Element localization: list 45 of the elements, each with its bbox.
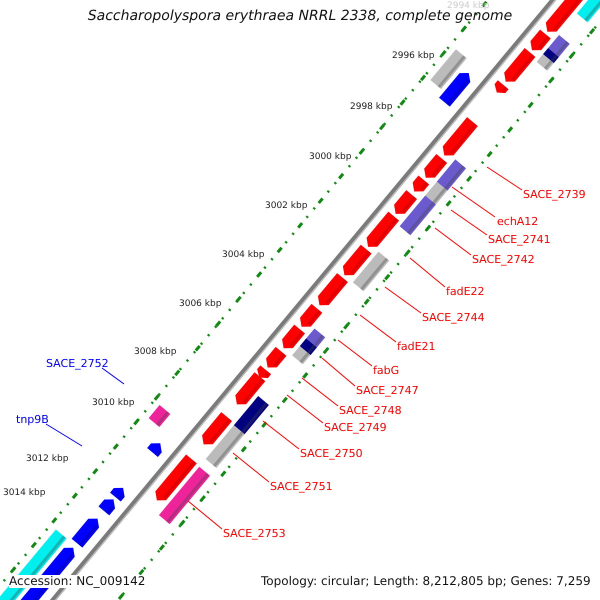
gene-label: SACE_2741	[488, 233, 551, 246]
tick-label: 3012 kbp	[26, 453, 68, 466]
leader-line	[384, 286, 422, 314]
gene-label: tnp9B	[16, 413, 49, 426]
gene-label: fadE21	[397, 340, 436, 353]
leader-line	[410, 258, 446, 288]
gene-label: SACE_2747	[356, 384, 419, 397]
gene-label: SACE_2739	[523, 188, 586, 201]
gene-label: echA12	[497, 215, 538, 228]
accession-text: Accession: NC_009142	[9, 575, 146, 588]
tick-label: 3008 kbp	[134, 346, 176, 359]
gene-label: SACE_2753	[223, 527, 286, 540]
gene-label: SACE_2744	[422, 311, 485, 324]
gene-label: fabG	[373, 364, 400, 377]
tick-label: 2996 kbp	[392, 50, 434, 63]
leader-line	[188, 500, 222, 530]
leader-line	[486, 166, 522, 190]
tick-label: 2998 kbp	[350, 101, 392, 114]
leader-line	[360, 314, 396, 342]
leader-line	[286, 394, 324, 424]
gene-label: fadE22	[446, 285, 485, 298]
leader-line	[302, 378, 338, 406]
leader-line	[434, 228, 472, 256]
leader-line	[102, 368, 124, 384]
gene-label: SACE_2751	[270, 480, 333, 493]
leader-line	[262, 420, 300, 450]
leader-line	[322, 358, 356, 386]
leader-line	[452, 186, 496, 218]
tick-label: 3004 kbp	[222, 249, 264, 262]
gene-label: SACE_2750	[300, 447, 363, 460]
gene-label: SACE_2749	[324, 421, 387, 434]
gene-label: SACE_2748	[339, 404, 402, 417]
title: Saccharopolyspora erythraea NRRL 2338, complete genome	[86, 10, 514, 23]
tick-label: 3006 kbp	[179, 298, 222, 311]
gene-label: SACE_2752	[46, 357, 109, 370]
genome-info-text: Topology: circular; Length: 8,212,805 bp; Genes: 7,259	[261, 575, 591, 588]
leader-line	[46, 424, 82, 446]
leader-line	[450, 210, 488, 236]
gene-label: SACE_2742	[472, 253, 535, 266]
tick-label: 3000 kbp	[309, 151, 352, 164]
leader-line	[232, 452, 270, 482]
leader-line	[338, 340, 372, 366]
tick-label: 3014 kbp	[3, 487, 46, 500]
tick-label: 3010 kbp	[92, 397, 134, 410]
tick-label: 3002 kbp	[265, 200, 308, 213]
